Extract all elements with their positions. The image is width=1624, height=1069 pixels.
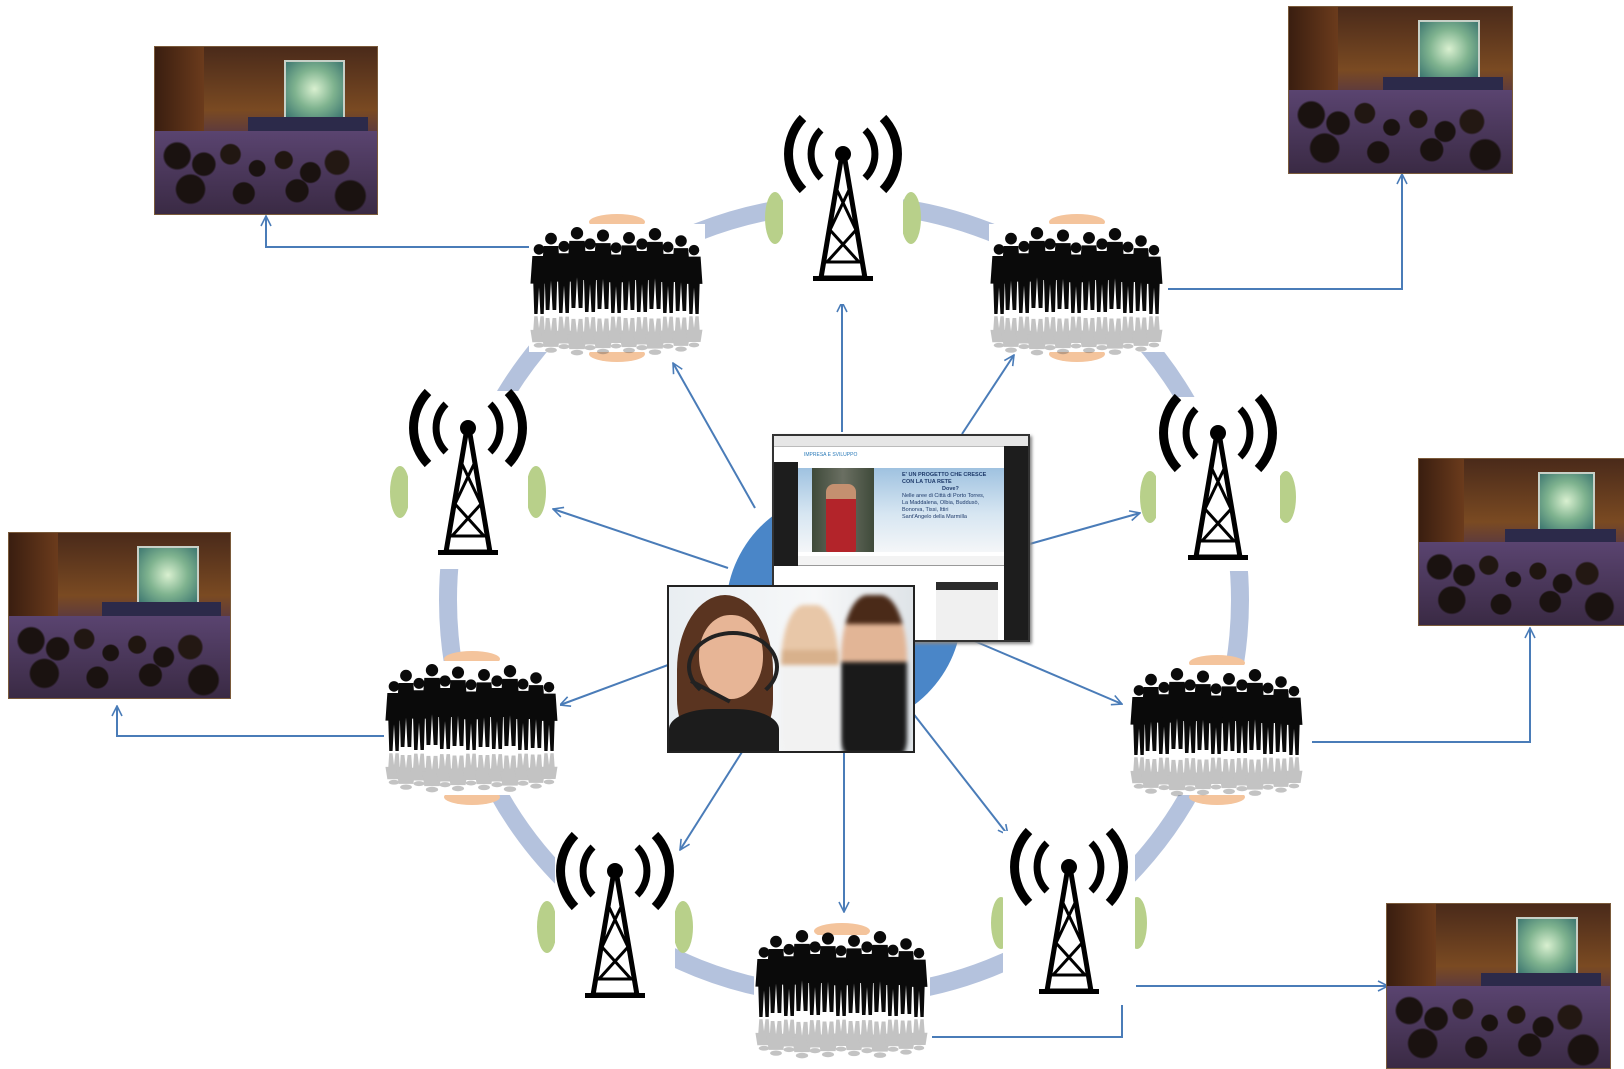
website-sidebox (936, 582, 998, 640)
photo-projection-screen (1418, 20, 1481, 85)
photo-audience (155, 130, 377, 214)
photo-projection-screen (1516, 917, 1579, 981)
page-background-left (774, 462, 798, 566)
arrow-to-tower-bottom-left (680, 751, 743, 850)
arrow-to-tower-bottom-right (911, 711, 1008, 835)
photo-audience (1419, 542, 1624, 625)
crowd-top-left (529, 214, 705, 362)
audience-photo-top-right (1288, 6, 1513, 174)
crowd-right (1129, 655, 1305, 805)
audience-arrows (117, 174, 1530, 1038)
arrow-to-audience-top-left (266, 216, 533, 248)
arrow-to-audience-top-right (1168, 174, 1402, 290)
photo-wall (9, 533, 58, 624)
website-logo: IMPRESA E SVILUPPO (804, 452, 858, 458)
photo-wall (1387, 904, 1437, 995)
website-hero: E' UN PROGETTO CHE CRESCE CON LA TUA RET… (798, 468, 1004, 552)
photo-wall (1289, 7, 1339, 99)
tower-top (765, 118, 921, 304)
hero-line: Bonorva, Tissi, Ittiri (902, 507, 949, 513)
arrow-to-crowd-top-left (673, 363, 756, 509)
photo-projection-screen (1537, 472, 1596, 537)
operator-body (669, 709, 779, 751)
center-arrows (553, 302, 1140, 912)
photo-audience (1289, 90, 1512, 173)
crowd-top-right (989, 214, 1165, 362)
photo-projection-screen (137, 546, 199, 610)
arrow-to-crowd-left (560, 664, 669, 705)
arrow-to-tower-left (553, 509, 729, 569)
colleague-woman (781, 605, 839, 751)
crowd-bottom (754, 923, 930, 1065)
tower-bottom-right (991, 831, 1147, 1005)
hero-text: E' UN PROGETTO CHE CRESCE CON LA TUA RET… (902, 472, 1002, 521)
audience-photo-bottom-right (1386, 903, 1611, 1069)
photo-wall (155, 47, 204, 139)
hero-boy (826, 484, 856, 552)
arrow-to-audience-left (117, 706, 388, 737)
page-background-right (1004, 446, 1028, 640)
hero-line: La Maddalena, Olbia, Buddusò, (902, 500, 980, 506)
hero-line: Dove? (942, 486, 959, 492)
tower-bottom-left (537, 833, 693, 1007)
arrow-to-crowd-top-right (961, 355, 1014, 435)
crowd-left (384, 651, 560, 805)
arrow-to-audience-right (1312, 628, 1530, 743)
audience-photo-left (8, 532, 231, 699)
colleague-man (841, 595, 907, 751)
hero-line: Sant'Angelo della Marmilla (902, 514, 967, 520)
arrow-to-audience-bottom-right-from-crowd (932, 996, 1123, 1038)
photo-audience (1387, 986, 1610, 1068)
call-center-photo (667, 585, 915, 753)
photo-projection-screen (283, 60, 346, 125)
hero-line: Nelle aree di Città di Porto Torres, (902, 493, 985, 499)
tower-left (390, 391, 546, 569)
arrow-to-crowd-right (971, 639, 1122, 704)
browser-bar (774, 436, 1028, 447)
tower-right (1140, 397, 1296, 571)
audience-photo-top-left (154, 46, 378, 215)
arrow-to-tower-right (1025, 513, 1140, 546)
photo-wall (1419, 459, 1465, 551)
photo-audience (9, 615, 230, 698)
hero-line: E' UN PROGETTO CHE CRESCE (902, 472, 987, 478)
hero-line: CON LA TUA RETE (902, 479, 952, 485)
website-menu (798, 556, 1004, 566)
audience-photo-right (1418, 458, 1624, 626)
headset-icon (687, 631, 779, 703)
